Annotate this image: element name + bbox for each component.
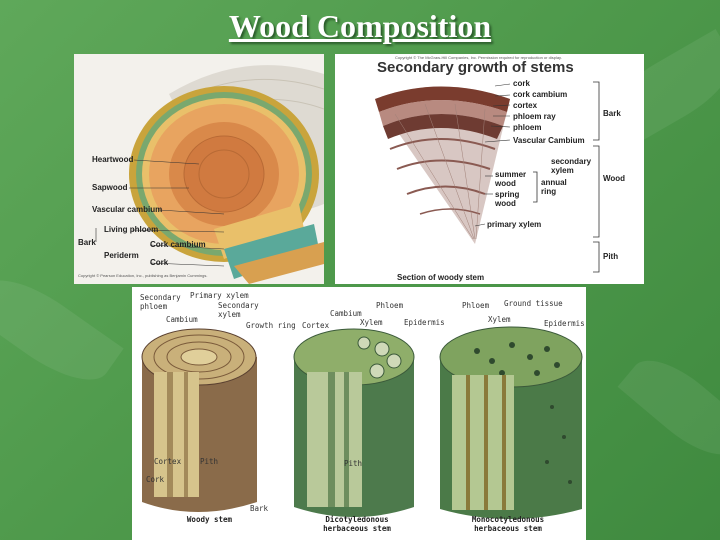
label-sapwood: Sapwood bbox=[92, 183, 128, 192]
label-bark: Bark bbox=[78, 238, 96, 247]
label-pith-dicot: Pith bbox=[344, 459, 363, 468]
label-periderm: Periderm bbox=[104, 251, 139, 260]
background-leaf bbox=[617, 344, 720, 471]
label-secondary-xylem: Secondary xylem bbox=[218, 301, 259, 319]
label-phloem-monocot: Phloem bbox=[462, 301, 490, 310]
stem-types-diagram: Secondary phloem Primary xylem Secondary… bbox=[132, 287, 586, 540]
label-xylem-monocot: Xylem bbox=[488, 315, 511, 324]
label-pith-bracket: Pith bbox=[603, 252, 619, 261]
label-vascular-cambium: Vascular Cambium bbox=[513, 136, 585, 145]
caption-monocot-stem: Monocotyledonous herbaceous stem bbox=[471, 515, 545, 533]
label-cork-cambium: Cork cambium bbox=[150, 240, 206, 249]
label-spring-wood: spring wood bbox=[495, 190, 520, 208]
label-cork: Cork bbox=[150, 258, 169, 267]
label-phloem: phloem bbox=[513, 123, 542, 132]
caption-woody-stem: Woody stem bbox=[186, 515, 233, 524]
label-epidermis-dicot: Epidermis bbox=[404, 318, 445, 327]
label-vascular-cambium: Vascular cambium bbox=[92, 205, 163, 214]
label-ground-tissue: Ground tissue bbox=[504, 299, 563, 308]
label-heartwood: Heartwood bbox=[92, 155, 134, 164]
caption-dicot-stem: Dicotyledonous herbaceous stem bbox=[323, 515, 391, 533]
diagram-title: Secondary growth of stems bbox=[377, 59, 574, 76]
stem-types-drawing bbox=[141, 326, 583, 519]
label-cork: cork bbox=[513, 79, 530, 88]
label-cortex-woody: Cortex bbox=[154, 457, 182, 466]
label-cortex-dicot: Cortex bbox=[302, 321, 330, 330]
label-phloem-ray: phloem ray bbox=[513, 112, 556, 121]
stem-wedge-drawing bbox=[375, 81, 600, 273]
label-primary-xylem: Primary xylem bbox=[190, 291, 249, 300]
label-secondary-xylem: secondary xylem bbox=[551, 157, 592, 175]
label-cork-cambium: cork cambium bbox=[513, 90, 568, 99]
label-annual-ring: annual ring bbox=[541, 178, 567, 196]
label-growth-ring: Growth ring bbox=[246, 321, 296, 330]
label-pith-woody: Pith bbox=[200, 457, 219, 466]
label-summer-wood: summer wood bbox=[495, 170, 527, 188]
label-xylem-dicot: Xylem bbox=[360, 318, 383, 327]
label-bark-bracket: Bark bbox=[603, 109, 621, 118]
wood-structure-illustration: Heartwood Sapwood Vascular cambium Livin… bbox=[74, 54, 324, 284]
diagram-caption: Section of woody stem bbox=[397, 273, 485, 282]
label-wood-bracket: Wood bbox=[603, 174, 626, 183]
label-primary-xylem: primary xylem bbox=[487, 220, 542, 229]
credit-text: Copyright © Pearson Education, Inc., pub… bbox=[78, 273, 208, 278]
label-cambium: Cambium bbox=[166, 315, 198, 324]
label-secondary-phloem: Secondary phloem bbox=[140, 293, 181, 311]
label-bark-woody: Bark bbox=[250, 504, 269, 513]
label-living-phloem: Living phloem bbox=[104, 225, 159, 234]
copyright-text: Copyright © The McGraw-Hill Companies, I… bbox=[395, 55, 562, 60]
label-epidermis-monocot: Epidermis bbox=[544, 319, 585, 328]
log-cross-section-drawing bbox=[74, 54, 324, 284]
slide-title: Wood Composition bbox=[228, 8, 492, 44]
secondary-growth-diagram: Copyright © The McGraw-Hill Companies, I… bbox=[335, 54, 644, 284]
label-cortex: cortex bbox=[513, 101, 538, 110]
label-cork-woody: Cork bbox=[146, 475, 165, 484]
label-cambium-dicot: Cambium bbox=[330, 309, 362, 318]
label-phloem-dicot: Phloem bbox=[376, 301, 404, 310]
